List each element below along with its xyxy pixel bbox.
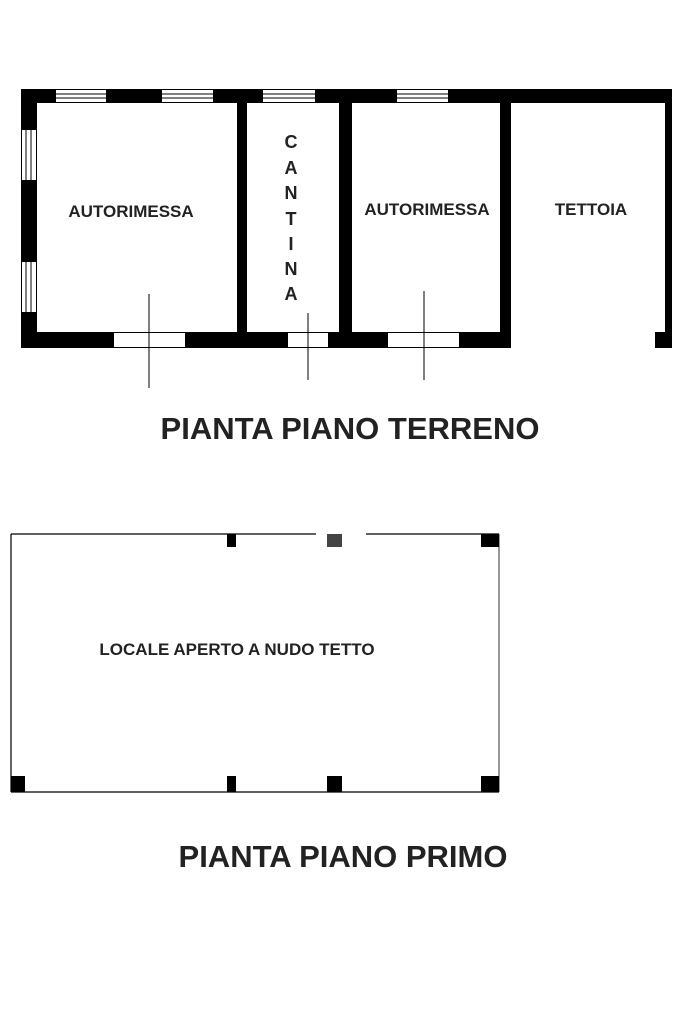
door-garage-left [114,294,185,388]
ground-floor-doors [114,291,459,388]
ground-floor-title: PIANTA PIANO TERRENO [161,411,540,446]
window-top-1 [56,90,106,102]
canopy-corner-post [655,332,672,348]
pillar [227,776,236,792]
pillar [327,776,342,792]
pillar [227,534,236,547]
window-top-4 [397,90,448,102]
first-floor-plan: LOCALE APERTO A NUDO TETTO PIANTA PIANO … [10,533,508,874]
window-left-2 [22,262,36,312]
cellar-letter: N [285,259,298,279]
wall-divider-2 [339,89,352,348]
room-label-cellar: C A N T I N A [285,132,298,304]
wall-divider-1 [237,89,247,348]
door-garage-right [388,291,459,380]
cellar-letter: T [286,209,297,229]
ground-floor-windows [22,90,448,312]
window-top-2 [162,90,213,102]
room-label-garage-right: AUTORIMESSA [364,200,489,219]
first-floor-outline [10,533,500,793]
first-floor-pillars [11,534,499,792]
pillar [481,776,499,792]
window-top-3 [263,90,315,102]
ground-floor-plan: AUTORIMESSA C A N T I N A AUTORIMESSA TE… [21,89,672,446]
room-label-garage-left: AUTORIMESSA [68,202,193,221]
room-label-canopy: TETTOIA [555,200,627,219]
first-floor-title: PIANTA PIANO PRIMO [179,839,508,874]
wall-divider-3 [500,89,511,348]
room-label-open-attic: LOCALE APERTO A NUDO TETTO [99,640,374,659]
cellar-letter: I [288,234,293,254]
pillar [481,534,499,547]
cellar-letter: N [285,183,298,203]
wall-right-thin [665,89,672,348]
door-cellar [288,313,328,380]
window-left-1 [22,130,36,180]
cellar-letter: A [285,158,298,178]
cellar-letter: C [285,132,298,152]
pillar [11,776,25,792]
cellar-letter: A [285,284,298,304]
pillar [327,534,342,547]
